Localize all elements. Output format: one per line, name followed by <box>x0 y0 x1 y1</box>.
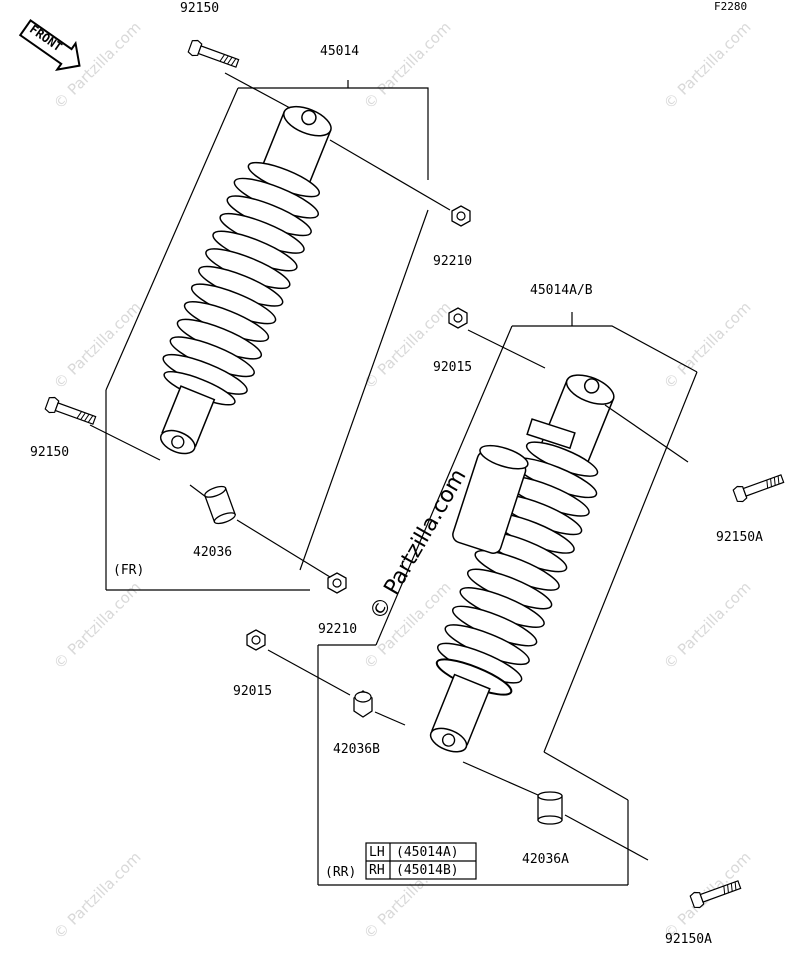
part-label: 92150A <box>665 932 712 947</box>
part-label: 92210 <box>318 622 358 637</box>
figure-code: F2280 <box>714 0 748 13</box>
reservoir <box>452 418 576 554</box>
group-label: (RR) <box>325 865 357 880</box>
part-label: 92015 <box>433 360 473 375</box>
front-shock-absorber <box>159 105 332 455</box>
variant-table <box>365 842 477 880</box>
table-cell: (45014B) <box>396 863 459 878</box>
part-label: 92210 <box>433 254 473 269</box>
part-label: 92150 <box>30 445 70 460</box>
collar-42036b <box>353 690 373 718</box>
group-label: (FR) <box>113 563 145 578</box>
part-label: 42036A <box>522 852 569 867</box>
part-label: 42036B <box>333 742 380 757</box>
table-cell: LH <box>369 845 385 860</box>
rear-shock-absorber <box>429 374 615 753</box>
part-label: 42036 <box>193 545 233 560</box>
part-label: 45014 <box>320 44 360 59</box>
part-label: 92150A <box>716 530 763 545</box>
table-cell: RH <box>369 863 385 878</box>
part-label: 92150 <box>180 1 220 16</box>
part-label: 92015 <box>233 684 273 699</box>
part-label: 45014A/B <box>530 283 593 298</box>
front-arrow-icon <box>18 19 81 71</box>
collar-42036a <box>537 791 563 825</box>
collar-42036 <box>204 485 236 525</box>
table-cell: (45014A) <box>396 845 459 860</box>
